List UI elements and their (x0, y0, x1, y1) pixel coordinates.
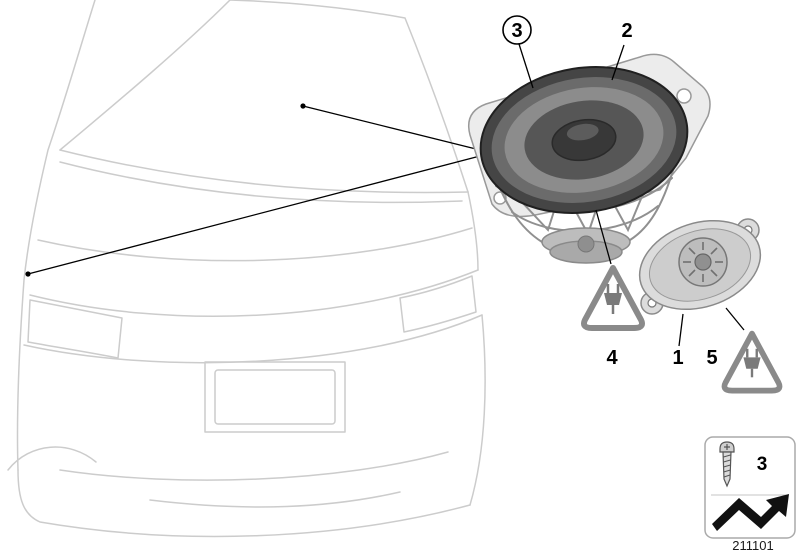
car-bumper-lower-line (59, 451, 449, 481)
warning-triangle-item4 (581, 265, 645, 331)
callout-1-leader (678, 313, 684, 347)
car-trunk-crease (37, 227, 473, 262)
car-window-left-edge (59, 0, 231, 151)
inset-callout-3-label[interactable]: 3 (757, 454, 768, 475)
midrange-speaker (468, 53, 711, 264)
car-bumper-crease (23, 314, 483, 364)
car-parcel-shelf-line (59, 161, 463, 204)
callout-3-circle (502, 15, 532, 45)
tweeter (638, 218, 762, 315)
plug-icon (604, 284, 622, 314)
car-wheel-arch-left (7, 446, 97, 471)
direction-arrow-icon (712, 494, 789, 531)
leader-dot-right (300, 103, 306, 109)
leader-lines (25, 103, 481, 277)
car-taillight-right (399, 275, 477, 333)
speaker-pole-vent (577, 235, 595, 253)
callout-3[interactable]: 3 (502, 15, 532, 45)
screw-slot (724, 444, 730, 450)
screw-icon (719, 441, 735, 488)
callout-1-label[interactable]: 1 (672, 347, 683, 369)
speaker-cone (479, 66, 689, 214)
car-taillight-left (27, 299, 123, 359)
callout-2-leader (611, 44, 625, 81)
car-roof-left-edge (16, 0, 96, 471)
callout-2-label[interactable]: 2 (621, 20, 632, 42)
callout-5-label[interactable]: 5 (706, 347, 717, 369)
callout-3-leader (518, 43, 534, 89)
car-diffuser-line (149, 491, 401, 508)
car-bumper-bottom (17, 469, 471, 538)
callout-4-leader (595, 209, 612, 265)
leader-to-shelf-left (27, 155, 481, 275)
tweeter-dome-center (694, 253, 712, 271)
callout-5-leader (725, 307, 745, 331)
fastener-inset: 3 (704, 436, 796, 539)
car-right-body-edge (467, 191, 479, 271)
inset-box (704, 436, 796, 539)
warning-triangle-item5 (721, 330, 783, 394)
tweeter-dome (678, 237, 728, 287)
callout-4-label[interactable]: 4 (606, 347, 618, 369)
screw-threads (723, 454, 731, 478)
car-license-plate (214, 369, 336, 425)
car-plate-recess (204, 361, 346, 433)
plug-icon (743, 348, 761, 378)
car-window-bottom-edge (59, 149, 469, 194)
doc-number: 211101 (732, 538, 773, 553)
plate-screw-hole-right (676, 88, 692, 104)
car-right-lower-edge (469, 314, 486, 506)
tweeter-dome-ribs (683, 242, 723, 282)
car-sketch (7, 0, 486, 538)
callout-3-label[interactable]: 3 (511, 20, 522, 42)
car-window-right-edge (229, 0, 469, 193)
cone-highlight (566, 123, 599, 141)
leader-dot-left (25, 271, 31, 277)
car-trunk-rear-edge (29, 269, 479, 318)
leader-to-shelf-right (302, 105, 481, 151)
